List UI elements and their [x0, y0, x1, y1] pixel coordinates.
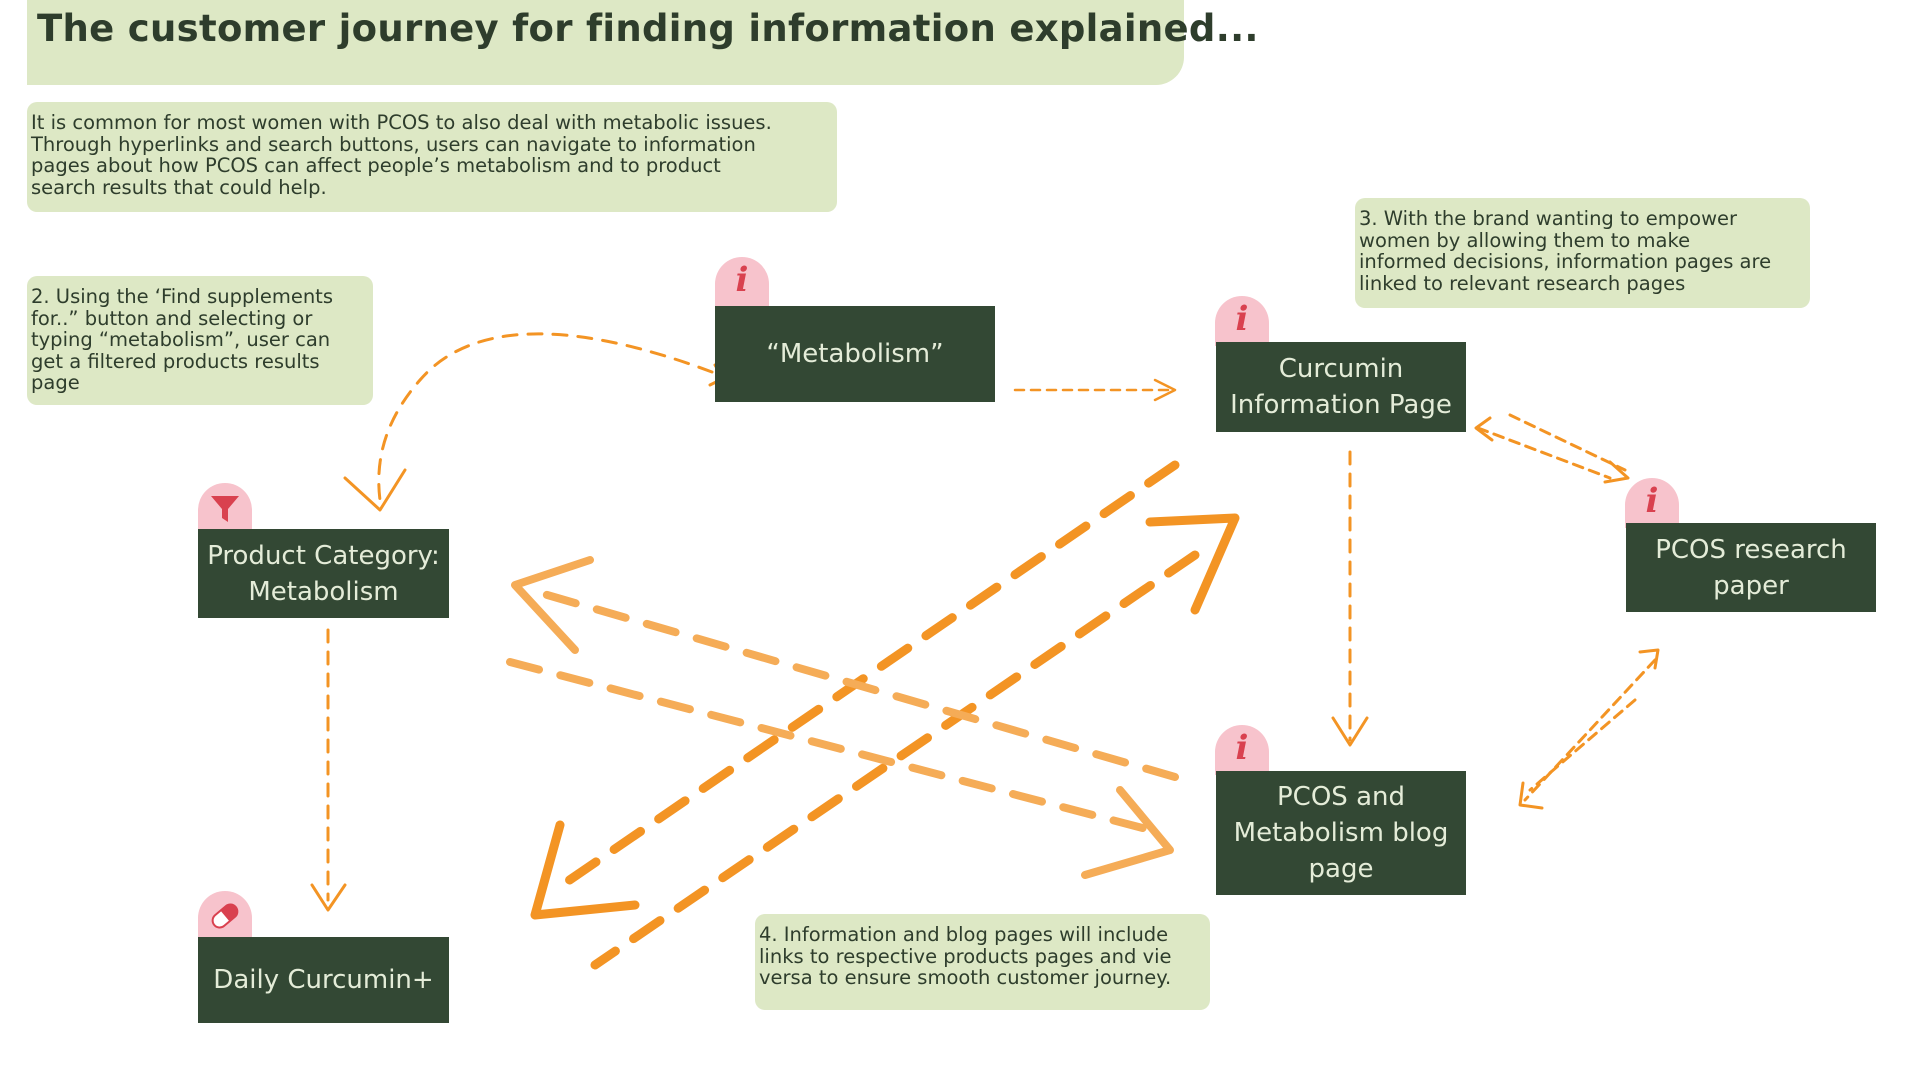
arrow-curcumin-research-b — [1508, 413, 1627, 472]
curcumin-info-tab: i — [1215, 296, 1269, 346]
research-info-tab: i — [1625, 478, 1679, 528]
arrow-head-blog-down — [1518, 781, 1544, 810]
arrow-head-big-category — [511, 556, 594, 654]
note-step-2-text: 2. Using the ‘Find supplements for..” bu… — [31, 285, 333, 394]
info-icon: i — [1645, 481, 1659, 521]
filter-funnel-icon — [211, 496, 239, 522]
arrow-head-daily — [310, 883, 347, 912]
title-banner: The customer journey for finding informa… — [27, 0, 1259, 85]
note-step-3: 3. With the brand wanting to empower wom… — [1355, 198, 1810, 308]
node-product-category[interactable]: Product Category: Metabolism — [198, 529, 449, 618]
node-metabolism-search[interactable]: “Metabolism” — [715, 306, 995, 402]
arrow-head-research-up — [1638, 648, 1660, 670]
info-icon: i — [1235, 728, 1249, 768]
pill-icon — [211, 903, 239, 929]
node-metabolism-label: “Metabolism” — [766, 339, 944, 369]
note-step-4: 4. Information and blog pages will inclu… — [755, 914, 1210, 1010]
info-icon: i — [735, 260, 749, 300]
node-pcos-research-paper[interactable]: PCOS research paper — [1626, 523, 1876, 612]
node-daily-curcumin[interactable]: Daily Curcumin+ — [198, 937, 449, 1023]
node-pcos-metabolism-blog[interactable]: PCOS and Metabolism blog page — [1216, 771, 1466, 895]
arrow-head-blog — [1331, 716, 1369, 747]
arrow-head-big-curcumin — [1145, 513, 1240, 615]
arrow-head-curcumin-back — [1474, 416, 1494, 442]
node-product-category-label: Product Category: Metabolism — [207, 540, 440, 607]
blog-info-tab: i — [1215, 725, 1269, 775]
arrow-head-big-blog — [1081, 786, 1174, 879]
arrow-head-research — [1603, 460, 1630, 484]
note-intro-text: It is common for most women with PCOS to… — [31, 111, 772, 199]
arrow-metabolism-to-category — [377, 332, 714, 502]
arrow-research-blog-a — [1523, 658, 1657, 802]
arrow-big-category-to-blog — [506, 658, 1154, 834]
metabolism-info-tab: i — [715, 257, 769, 307]
node-curcumin-label: Curcumin Information Page — [1230, 354, 1452, 420]
arrow-head-curcumin — [1153, 378, 1177, 402]
arrow-big-curcumin-to-daily — [550, 460, 1180, 895]
pill-tab — [198, 891, 252, 941]
arrow-curcumin-research-a — [1476, 426, 1612, 480]
arrow-head-category — [343, 468, 407, 512]
page-title: The customer journey for finding informa… — [37, 7, 1259, 50]
filter-tab — [198, 483, 252, 533]
note-step-3-text: 3. With the brand wanting to empower wom… — [1359, 207, 1772, 295]
node-pcos-blog-label: PCOS and Metabolism blog page — [1233, 782, 1449, 884]
node-curcumin-information-page[interactable]: Curcumin Information Page — [1216, 342, 1466, 432]
arrow-head-big-daily — [530, 820, 640, 920]
info-icon: i — [1235, 299, 1249, 339]
arrow-research-blog-b — [1528, 698, 1637, 792]
note-step-2: 2. Using the ‘Find supplements for..” bu… — [27, 276, 373, 405]
arrow-big-daily-to-curcumin — [590, 550, 1200, 970]
node-pcos-research-label: PCOS research paper — [1655, 534, 1847, 601]
arrow-big-blog-to-category — [526, 586, 1179, 781]
note-intro: It is common for most women with PCOS to… — [27, 102, 837, 212]
node-daily-curcumin-label: Daily Curcumin+ — [213, 965, 434, 995]
note-step-4-text: 4. Information and blog pages will inclu… — [759, 923, 1172, 989]
